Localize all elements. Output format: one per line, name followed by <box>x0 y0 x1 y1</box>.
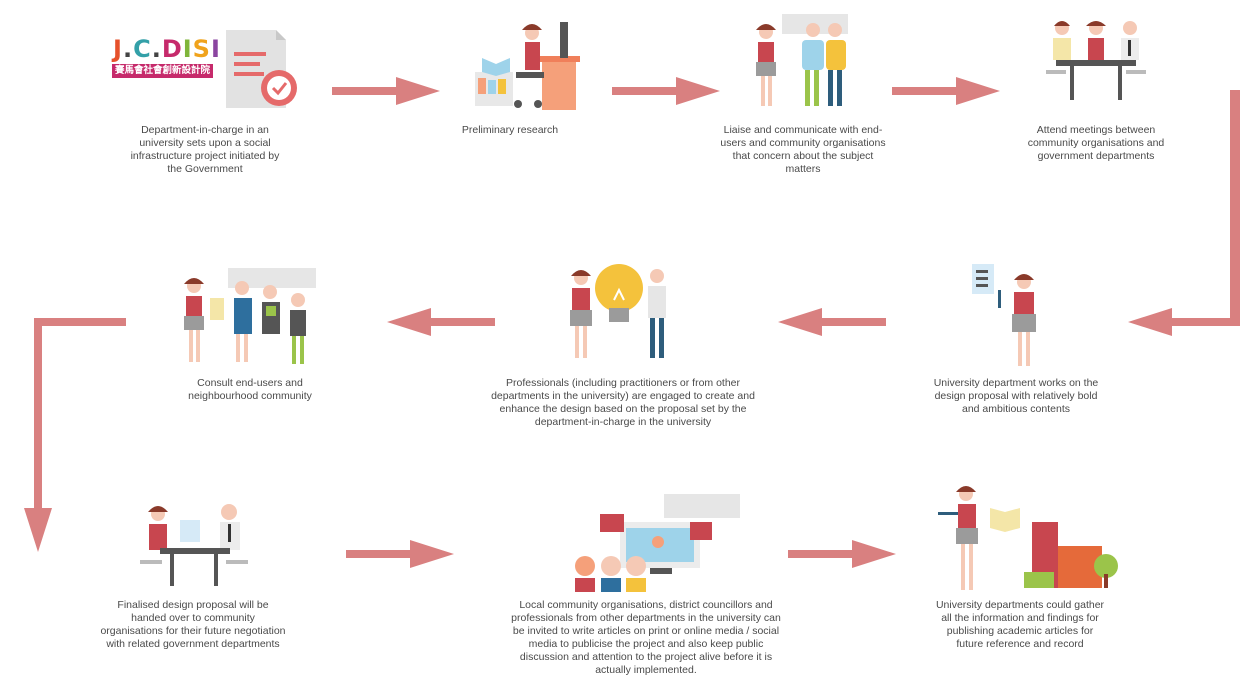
media-publicity-icon <box>575 494 740 592</box>
consultation-group-icon <box>184 268 316 364</box>
logo-chinese-text: 賽馬會社會創新設計院 <box>112 64 213 78</box>
arrow-6-7 <box>387 308 495 336</box>
arrow-5-6 <box>778 308 886 336</box>
arrow-9-10 <box>788 540 896 568</box>
step-2-caption: Preliminary research <box>461 124 559 136</box>
arrow-8-9 <box>346 540 454 568</box>
document-clock-icon <box>226 30 297 108</box>
arrow-3-4 <box>892 77 1000 105</box>
step-9-caption: Local community organisations, district … <box>511 599 781 676</box>
lightbulb-idea-icon <box>570 264 666 358</box>
desk-research-icon <box>475 22 580 110</box>
step-5-caption: University department works on the desig… <box>933 377 1099 415</box>
logo-latin-text: J.C.DISI <box>113 35 221 63</box>
step-6-caption: Professionals (including practitioners o… <box>491 377 755 428</box>
step-7-caption: Consult end-users and neighbourhood comm… <box>188 377 312 402</box>
step-1-caption: Department-in-charge in an university se… <box>130 124 280 175</box>
handover-meeting-icon <box>140 504 248 586</box>
step-3-caption: Liaise and communicate with end-users an… <box>720 124 886 175</box>
arrow-1-2 <box>332 77 440 105</box>
community-group-icon <box>756 14 848 106</box>
meeting-table-icon <box>1046 21 1146 100</box>
academic-publishing-icon <box>938 486 1118 590</box>
step-8-caption: Finalised design proposal will be handed… <box>100 599 286 650</box>
step-4-caption: Attend meetings between community organi… <box>1027 124 1165 162</box>
step-10-caption: University departments could gather all … <box>935 599 1105 650</box>
presenting-document-icon <box>972 264 1036 366</box>
arrow-2-3 <box>612 77 720 105</box>
arrow-7-8 <box>24 318 126 552</box>
